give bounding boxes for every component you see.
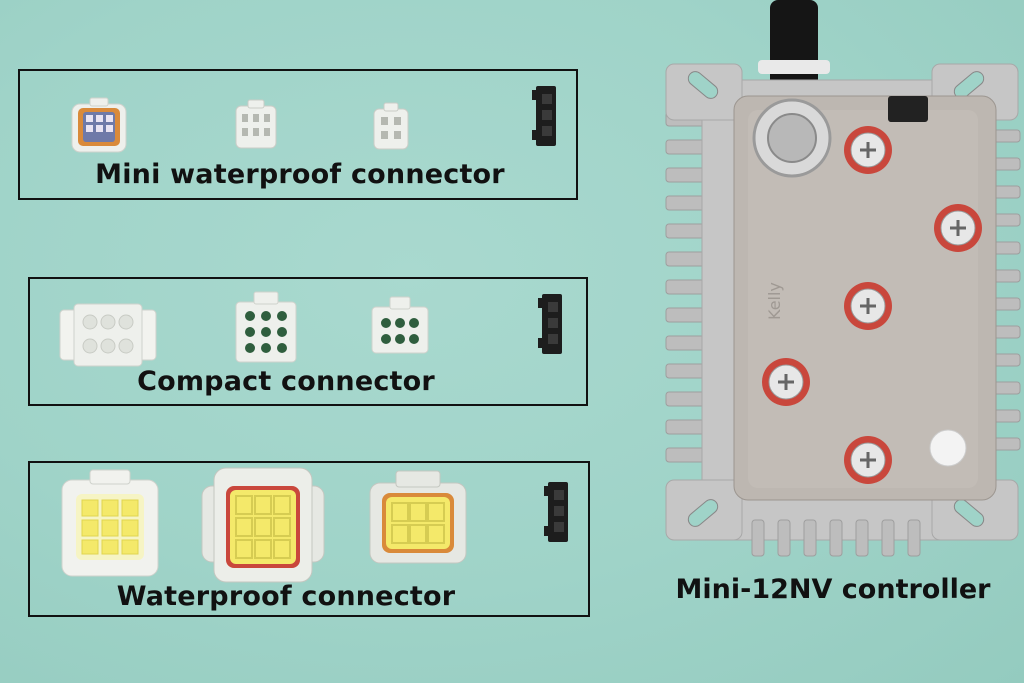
mini-waterproof-connector-3 [373, 102, 409, 150]
waterproof-connector-1 [61, 469, 159, 577]
compact-connector-2 [235, 291, 297, 363]
compact-panel: Compact connector [28, 277, 588, 406]
compact-black-connector [538, 294, 562, 354]
compact-label: Compact connector [137, 366, 435, 397]
controller-label: Mini-12NV controller [675, 574, 991, 605]
waterproof-label: Waterproof connector [116, 581, 456, 612]
mini-waterproof-connector-1 [71, 97, 127, 153]
mini-waterproof-panel: Mini waterproof connector [18, 69, 578, 200]
controller-brand-text: Kelly [765, 282, 784, 320]
mini-waterproof-black-connector [532, 86, 556, 146]
controller-bolts [762, 126, 982, 484]
waterproof-black-connector [544, 482, 568, 542]
waterproof-connector-2 [201, 467, 325, 583]
mini-waterproof-connector-2 [235, 99, 277, 149]
mini-waterproof-label: Mini waterproof connector [95, 159, 505, 190]
compact-connector-3 [371, 296, 429, 354]
compact-connector-1 [59, 303, 157, 367]
waterproof-connector-3 [369, 470, 467, 564]
waterproof-panel: Waterproof connector [28, 461, 590, 617]
controller-image: Kelly [665, 0, 1021, 557]
